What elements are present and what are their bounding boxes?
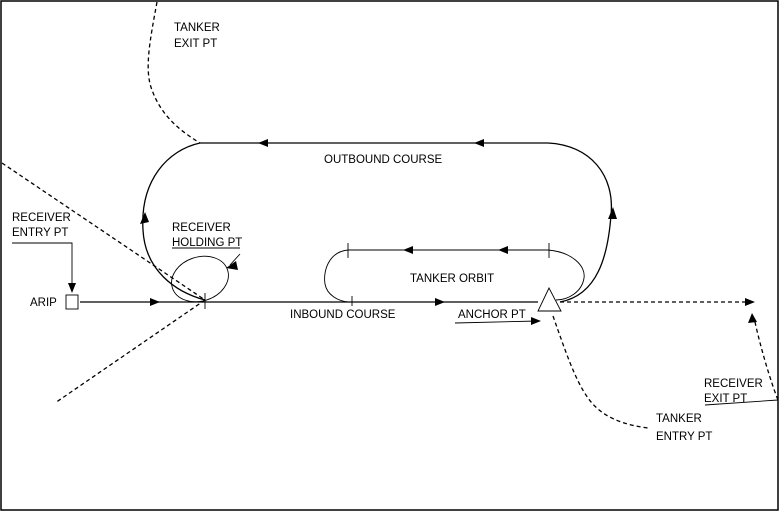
receiver-entry-arrow — [68, 283, 76, 293]
outbound-arrow-left — [258, 139, 268, 147]
inbound-arrow-right — [435, 298, 445, 306]
tanker-entry-label-line2: ENTRY PT — [656, 431, 712, 443]
anchor-pt-arrow — [531, 317, 541, 325]
receiver-exit-lower-path — [754, 321, 779, 401]
arip-label: ARIP — [30, 297, 57, 309]
right-turn-curve — [547, 142, 613, 303]
receiver-exit-leader — [704, 399, 779, 406]
arip-square — [65, 294, 79, 310]
receiver-exit-label-line1: RECEIVER — [704, 378, 763, 390]
receiver-holding-label-line2: HOLDING PT — [172, 237, 242, 249]
tanker-exit-label-line2: EXIT PT — [174, 38, 217, 50]
orbit-arrow-left — [403, 246, 413, 254]
orbit-arrow-right — [498, 246, 508, 254]
left-turn-arrow — [140, 212, 149, 224]
tanker-orbit-label: TANKER ORBIT — [410, 273, 494, 285]
anchor-pt-leader — [454, 320, 539, 324]
right-turn-arrow — [608, 207, 617, 219]
anchor-pt-label: ANCHOR PT — [458, 309, 526, 321]
receiver-holding-arrow — [226, 261, 238, 270]
tanker-orbit-line — [348, 249, 585, 301]
receiver-exit-return-arrow — [748, 313, 757, 323]
receiver-entry-dashed-line — [1, 162, 206, 301]
tanker-entry-label-line1: TANKER — [656, 413, 702, 425]
tanker-exit-path — [147, 1, 201, 144]
tanker-exit-label-line1: TANKER — [174, 22, 220, 34]
left-turn-curve — [142, 142, 206, 301]
receiver-lower-dashed-line — [54, 299, 206, 404]
receiver-entry-leader — [12, 242, 73, 290]
outbound-arrow-right — [474, 139, 484, 147]
receiver-holding-leader-diag — [229, 253, 241, 266]
receiver-holding-loop — [171, 255, 229, 303]
inbound-course-label: INBOUND COURSE — [290, 309, 396, 321]
receiver-holding-label-line1: RECEIVER — [172, 222, 231, 234]
anchor-point-triangle — [537, 286, 562, 312]
outbound-course-label: OUTBOUND COURSE — [324, 154, 443, 166]
receiver-entry-label-line1: RECEIVER — [12, 212, 71, 224]
receiver-exit-label-line2: EXIT PT — [704, 393, 747, 405]
tanker-entry-path — [552, 315, 649, 429]
receiver-exit-arrow — [745, 298, 755, 306]
tanker-orbit-left-curve — [324, 249, 349, 303]
receiver-entry-label-line2: ENTRY PT — [12, 227, 68, 239]
inbound-arrow-left — [150, 298, 160, 306]
